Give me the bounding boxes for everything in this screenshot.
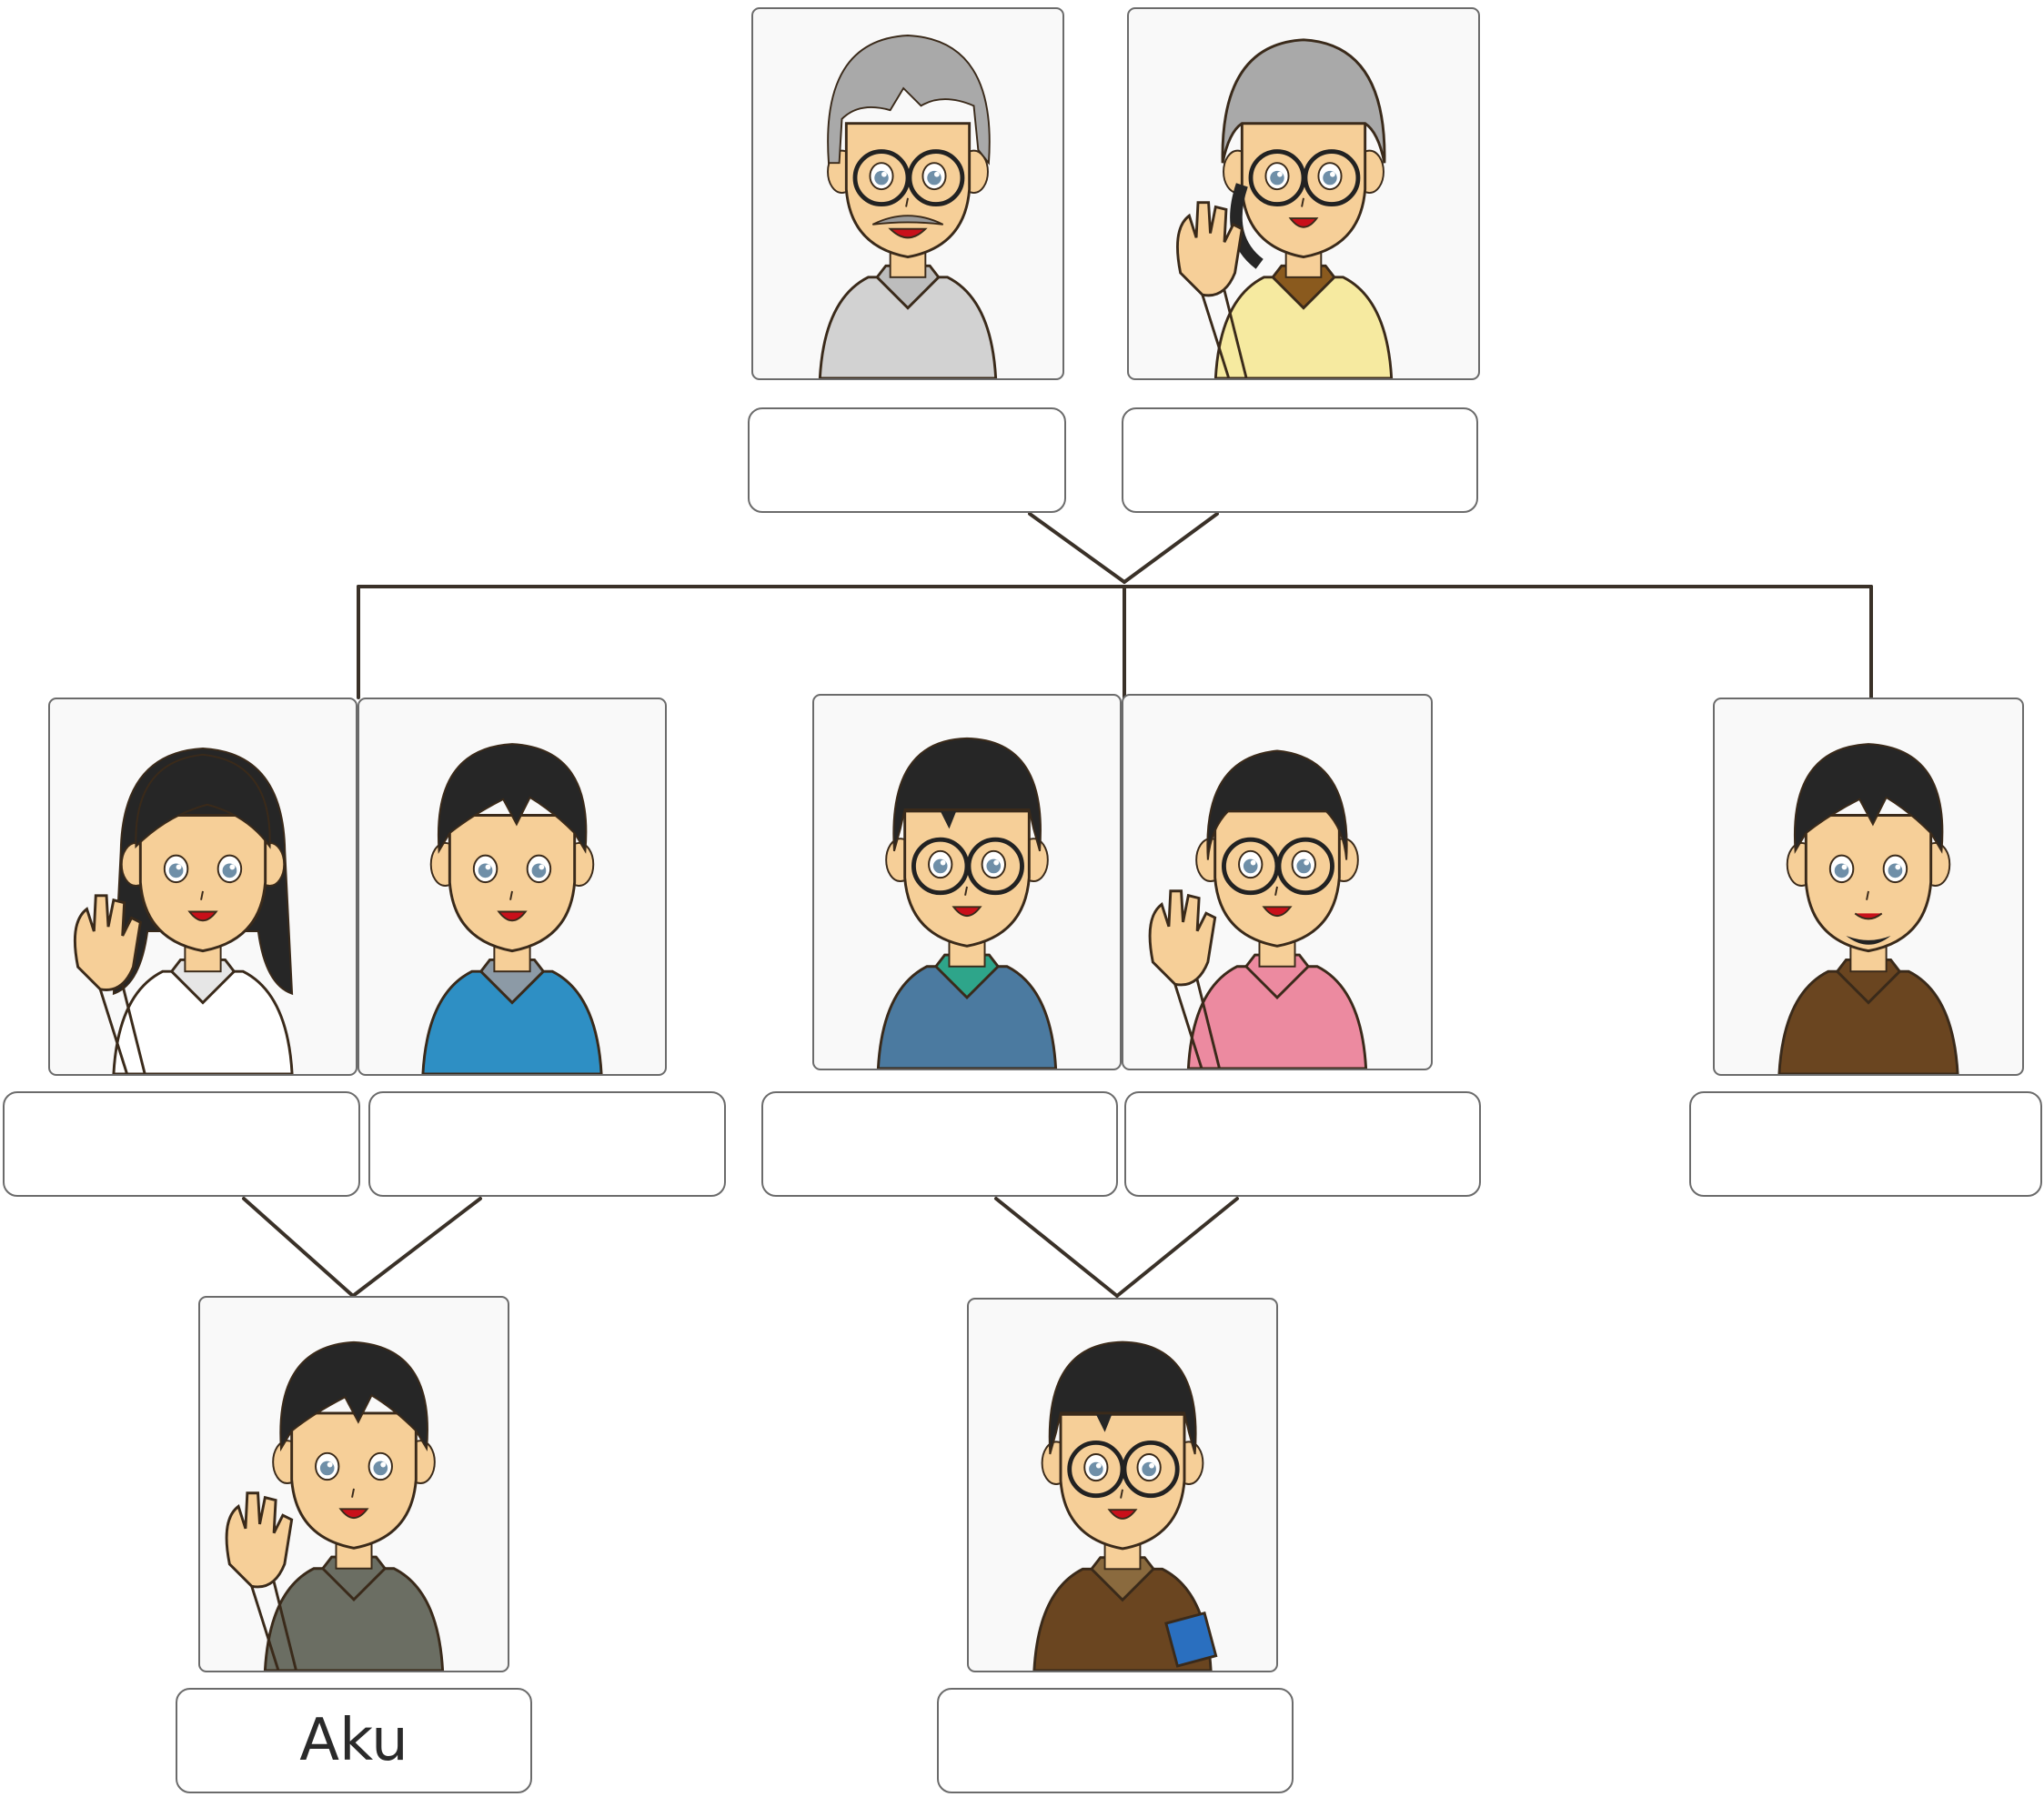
portrait-uncle: [812, 694, 1122, 1070]
label-cousin[interactable]: [937, 1688, 1294, 1793]
grandfather-illustration: [818, 35, 998, 378]
label-grandmother[interactable]: [1122, 407, 1478, 513]
portrait-grandmother: [1127, 7, 1480, 380]
uncle-right-illustration: [1777, 743, 1959, 1074]
label-me-text: Aku: [299, 1707, 408, 1774]
aunt-illustration: [1148, 749, 1368, 1069]
label-father[interactable]: [368, 1091, 726, 1197]
portrait-mother: [48, 698, 357, 1076]
label-aunt[interactable]: [1124, 1091, 1481, 1197]
portrait-father: [357, 698, 667, 1076]
uncle-illustration: [876, 737, 1058, 1069]
portrait-uncle-right: [1713, 698, 2024, 1076]
portrait-aunt: [1122, 694, 1433, 1070]
label-mother[interactable]: [3, 1091, 360, 1197]
grandmother-illustration: [1175, 38, 1394, 378]
label-grandfather[interactable]: [748, 407, 1066, 513]
portrait-grandfather: [751, 7, 1064, 380]
father-illustration: [421, 743, 603, 1074]
cousin-illustration: [1032, 1340, 1218, 1671]
portrait-cousin: [967, 1298, 1278, 1672]
mother-illustration: [73, 747, 294, 1074]
label-uncle-right[interactable]: [1689, 1091, 2042, 1197]
label-uncle[interactable]: [761, 1091, 1118, 1197]
portrait-me: [198, 1296, 509, 1672]
me-illustration: [225, 1340, 445, 1671]
label-me[interactable]: Aku: [176, 1688, 532, 1793]
